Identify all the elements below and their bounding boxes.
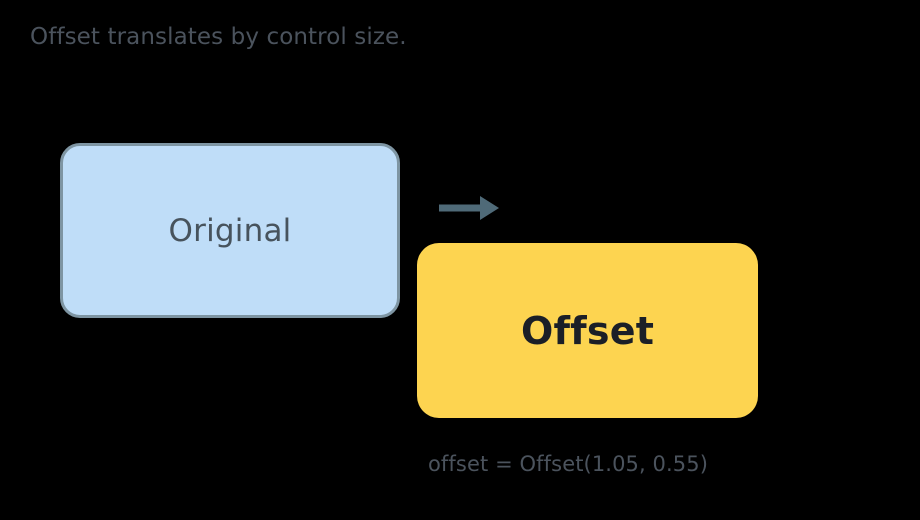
original-control-box: Original (60, 143, 400, 318)
arrow-right-glyph (439, 196, 499, 220)
original-label: Original (168, 212, 292, 249)
page-title: Offset translates by control size. (30, 24, 407, 50)
offset-control-box: Offset (417, 243, 758, 418)
arrow-right-icon (437, 190, 503, 226)
offset-label: Offset (520, 308, 655, 353)
offset-caption: offset = Offset(1.05, 0.55) (427, 452, 709, 476)
